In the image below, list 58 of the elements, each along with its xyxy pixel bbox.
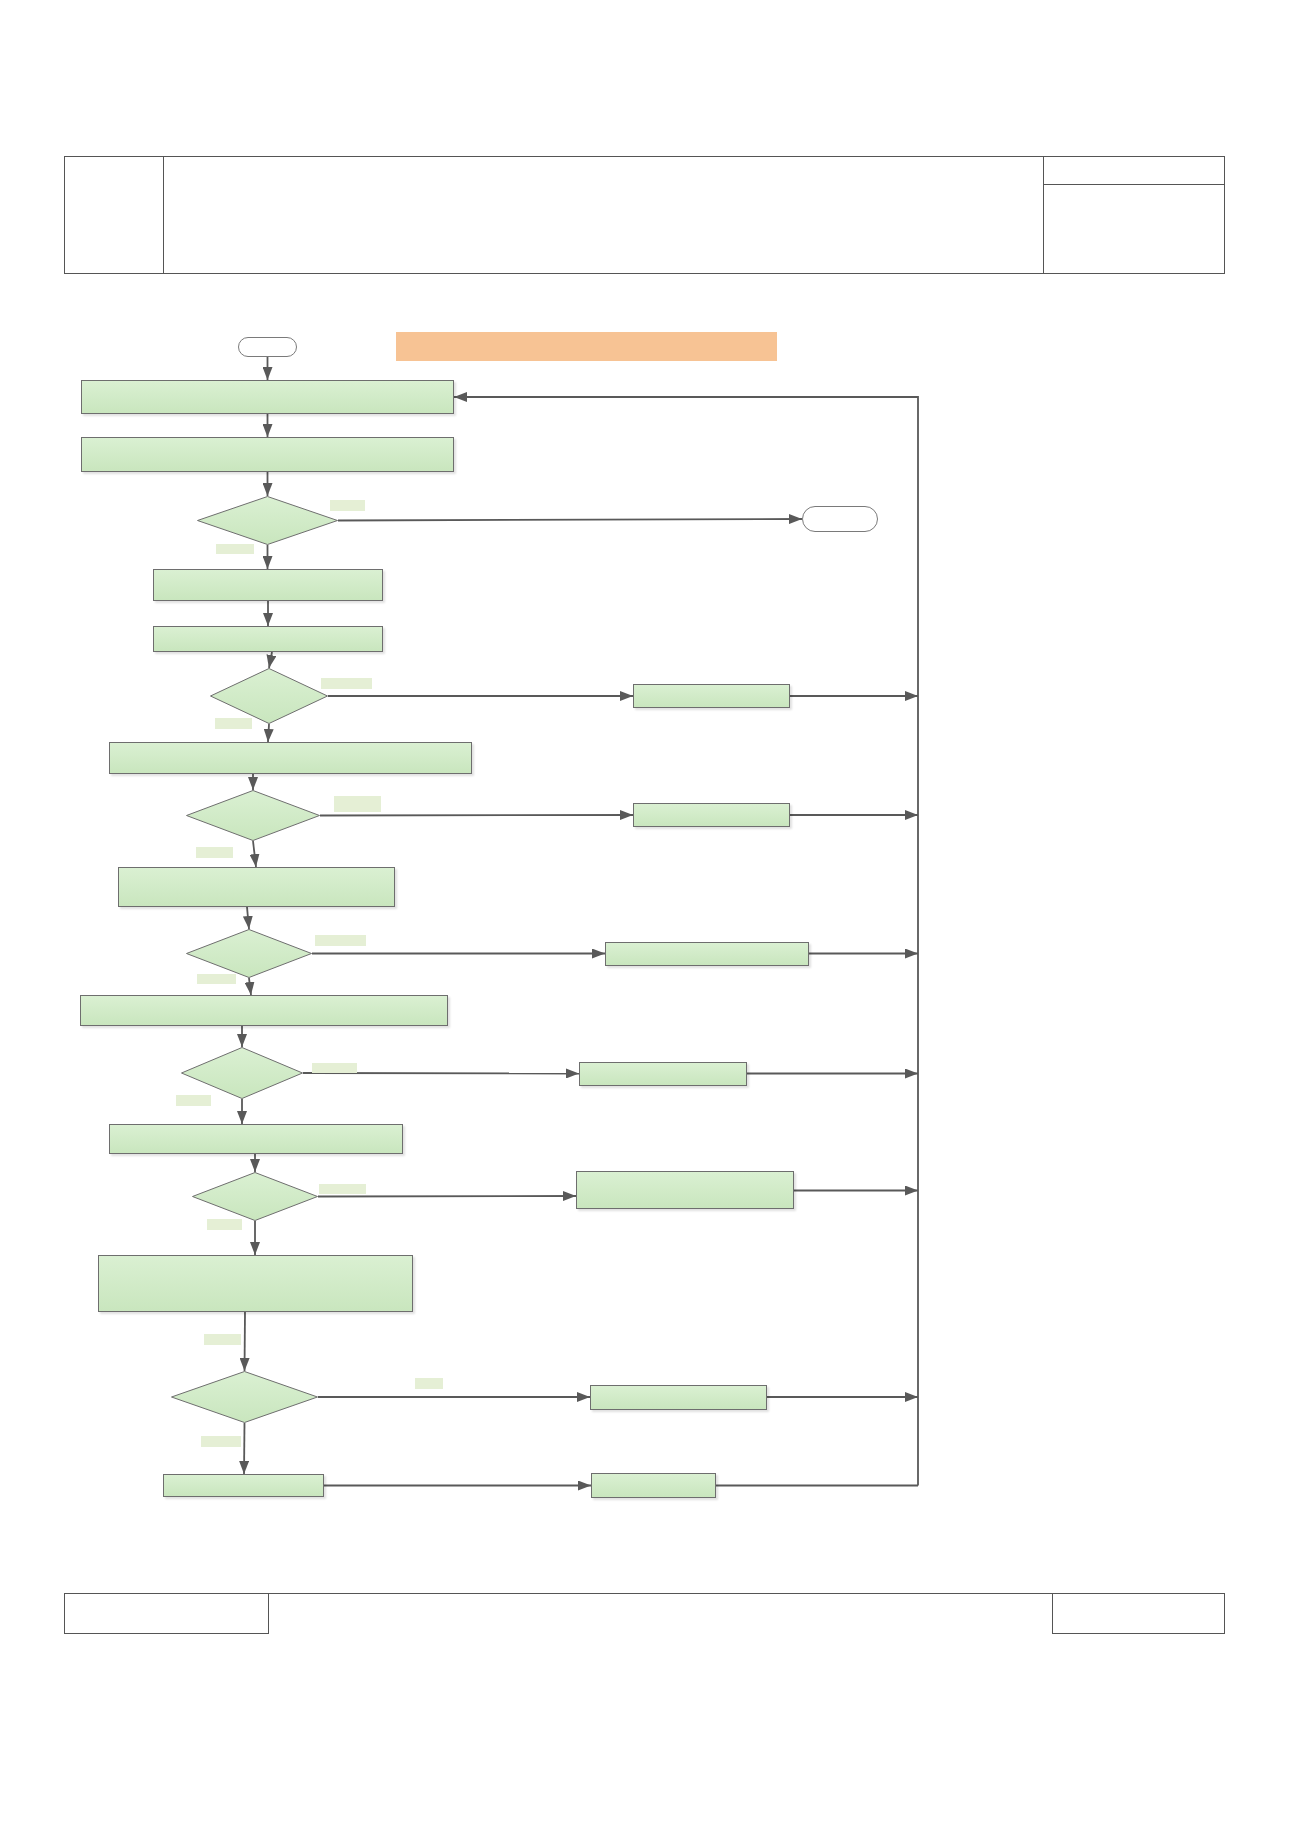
arrow — [311, 948, 606, 959]
arrow — [327, 691, 634, 701]
arrow — [244, 977, 255, 996]
process-box — [118, 867, 395, 907]
process-box — [80, 995, 448, 1026]
arrow — [250, 1153, 260, 1173]
arrow — [317, 1392, 591, 1402]
decision-diamond — [197, 496, 338, 545]
arrow — [250, 1220, 260, 1256]
process-box — [153, 569, 383, 601]
process-box — [633, 684, 790, 708]
process-box — [579, 1062, 747, 1086]
decision-diamond — [186, 929, 312, 978]
arrow — [239, 1311, 250, 1372]
process-box — [590, 1385, 767, 1410]
arrow — [453, 392, 919, 1487]
arrow — [319, 810, 634, 820]
arrow — [237, 1098, 247, 1125]
arrow — [262, 544, 273, 570]
arrow — [263, 600, 273, 627]
arrow — [323, 1480, 592, 1491]
arrow — [248, 773, 258, 791]
arrow — [262, 413, 273, 438]
process-box — [153, 626, 383, 652]
process-box — [591, 1473, 716, 1498]
decision-diamond — [210, 668, 328, 724]
arrow — [793, 1185, 919, 1196]
process-box — [98, 1255, 413, 1312]
arrow — [337, 514, 803, 525]
decision-diamond — [192, 1172, 318, 1221]
decision-diamond — [181, 1047, 303, 1099]
decision-diamond — [171, 1371, 318, 1423]
arrow — [263, 723, 274, 743]
decision-diamond — [186, 790, 320, 841]
arrow — [766, 1392, 919, 1402]
arrow — [237, 1025, 247, 1048]
arrow — [789, 691, 919, 701]
process-box — [81, 437, 454, 472]
process-box — [109, 742, 472, 774]
arrow — [266, 651, 277, 669]
process-box — [576, 1171, 794, 1209]
process-box — [109, 1124, 403, 1154]
arrow — [808, 948, 919, 959]
arrow — [789, 810, 919, 820]
arrow — [262, 356, 273, 381]
process-box — [163, 1474, 324, 1497]
process-box — [605, 942, 809, 966]
arrow — [249, 840, 260, 868]
arrow — [242, 906, 253, 930]
connector-line — [715, 1484, 919, 1487]
arrow — [239, 1422, 250, 1475]
arrow — [262, 471, 273, 497]
arrow — [746, 1068, 919, 1079]
title-bar — [396, 332, 777, 361]
arrow — [317, 1191, 577, 1202]
arrow — [302, 1068, 580, 1079]
process-box — [81, 380, 454, 414]
process-box — [633, 803, 790, 827]
